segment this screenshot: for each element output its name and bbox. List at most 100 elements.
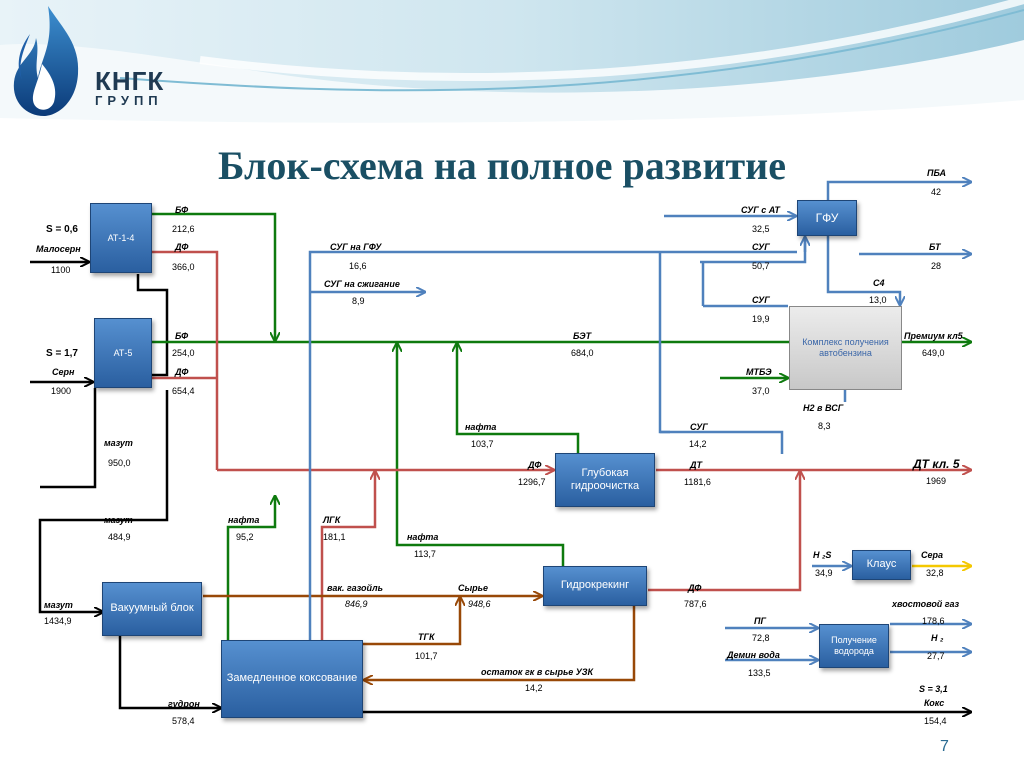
value-nafta1: 95,2	[236, 532, 254, 542]
label-sug1: СУГ	[752, 242, 770, 252]
label-sug2: СУГ	[752, 295, 770, 305]
label-nafta1: нафта	[228, 515, 260, 525]
value-nafta2: 103,7	[471, 439, 494, 449]
block-claus[interactable]: Клаус	[852, 550, 911, 580]
label-bt: БТ	[929, 242, 941, 252]
block-gfu[interactable]: ГФУ	[797, 200, 857, 236]
mazut-at5-line	[40, 388, 97, 489]
value-h2: 27,7	[927, 651, 945, 661]
label-h2vsg: Н2 в ВСГ	[803, 403, 844, 413]
brand-sub: ГРУПП	[95, 93, 163, 108]
value-vak: 846,9	[345, 599, 368, 609]
label-dt: ДТ	[690, 460, 702, 470]
label-pg: ПГ	[754, 616, 766, 626]
value-df3: 1296,7	[518, 477, 546, 487]
block-complex[interactable]: Комплекс получения автобензина	[789, 306, 902, 390]
label-s31: S = 3,1	[919, 684, 948, 694]
label-pba: ПБА	[927, 168, 947, 178]
mazut-main-line	[38, 390, 169, 612]
value-bt: 28	[931, 261, 942, 271]
value-tgk: 101,7	[415, 651, 438, 661]
label-koks: Кокс	[924, 698, 945, 708]
label-sug-at: СУГ с АТ	[741, 205, 780, 215]
block-vacuum[interactable]: Вакуумный блок	[102, 582, 202, 636]
value-gudron: 578,4	[172, 716, 195, 726]
label-mazut3: мазут	[44, 600, 73, 610]
label-nafta2: нафта	[465, 422, 497, 432]
value-sern: 1900	[51, 386, 72, 396]
block-at5[interactable]: АТ-5	[94, 318, 152, 388]
label-mazut1: мазут	[104, 438, 133, 448]
value-sug3: 14,2	[689, 439, 707, 449]
label-df1: ДФ	[175, 242, 189, 252]
label-df4: ДФ	[688, 583, 702, 593]
ostatok-line	[365, 600, 636, 680]
label-malosern: Малосерн	[36, 244, 81, 254]
value-syrie: 948,6	[468, 599, 491, 609]
bf-at14-line	[152, 212, 275, 340]
tgk-line	[363, 598, 460, 646]
value-bf2: 254,0	[172, 348, 195, 358]
value-dt5: 1969	[926, 476, 947, 486]
pba-line	[826, 182, 970, 200]
label-syrie: Сырье	[458, 583, 489, 593]
value-df2: 654,4	[172, 386, 195, 396]
value-pg: 72,8	[752, 633, 770, 643]
label-tailgas: хвостовой газ	[892, 599, 960, 609]
at14-to-at5-line	[136, 274, 169, 377]
value-pba: 42	[931, 187, 942, 197]
brand-name: КНГК	[95, 66, 165, 96]
value-nafta3: 113,7	[414, 549, 436, 559]
label-tgk: ТГК	[418, 632, 435, 642]
value-c4: 13,0	[869, 295, 887, 305]
page-title: Блок-схема на полное развитие	[218, 143, 786, 188]
label-sug-gfu: СУГ на ГФУ	[330, 242, 382, 252]
value-sug-gfu: 16,6	[349, 261, 367, 271]
value-premium: 649,0	[922, 348, 945, 358]
c4-line	[826, 236, 900, 304]
value-mazut3: 1434,9	[44, 616, 72, 626]
block-coking[interactable]: Замедленное коксование	[221, 640, 363, 718]
value-mtbe: 37,0	[752, 386, 770, 396]
sug-hydro-line	[658, 252, 784, 454]
value-koks: 154,4	[924, 716, 947, 726]
value-bet: 684,0	[571, 348, 594, 358]
block-at14[interactable]: АТ-1-4	[90, 203, 152, 273]
label-lgk: ЛГК	[323, 515, 341, 525]
label-s17: S = 1,7	[46, 348, 78, 359]
value-ostatok: 14,2	[525, 683, 543, 693]
label-sug-burn: СУГ на сжигание	[324, 279, 400, 289]
value-mazut2: 484,9	[108, 532, 131, 542]
label-mazut2: мазут	[104, 515, 133, 525]
page-number: 7	[940, 738, 949, 755]
value-df4: 787,6	[684, 599, 707, 609]
label-c4: С4	[873, 278, 885, 288]
label-h2s: Н ₂S	[813, 550, 832, 560]
value-sug-burn: 8,9	[352, 296, 365, 306]
label-premium: Премиум кл5	[904, 331, 963, 341]
value-demin: 133,5	[748, 668, 771, 678]
label-mtbe: МТБЭ	[746, 367, 772, 377]
value-sera: 32,8	[926, 568, 944, 578]
block-hydrogen[interactable]: Получение водорода	[819, 624, 889, 668]
block-hydrotreat[interactable]: Глубокая гидроочистка	[555, 453, 655, 507]
label-dt5: ДТ кл. 5	[913, 457, 960, 471]
nafta-hydrotreat-line	[457, 344, 580, 454]
label-bet: БЭТ	[573, 331, 592, 341]
value-malosern: 1100	[51, 265, 71, 275]
sug-up-line	[700, 238, 805, 306]
label-df2: ДФ	[175, 367, 189, 377]
block-hydrocrack[interactable]: Гидрокрекинг	[543, 566, 647, 606]
value-mazut1: 950,0	[108, 458, 131, 468]
label-df3: ДФ	[528, 460, 542, 470]
value-dt: 1181,6	[684, 477, 711, 487]
value-df1: 366,0	[172, 262, 195, 272]
label-vak: вак. газойль	[327, 583, 383, 593]
label-demin: Демин вода	[727, 650, 780, 660]
value-lgk: 181,1	[323, 532, 346, 542]
df-at14-line	[152, 250, 219, 470]
value-h2s: 34,9	[815, 568, 833, 578]
label-bf2: БФ	[175, 331, 189, 341]
